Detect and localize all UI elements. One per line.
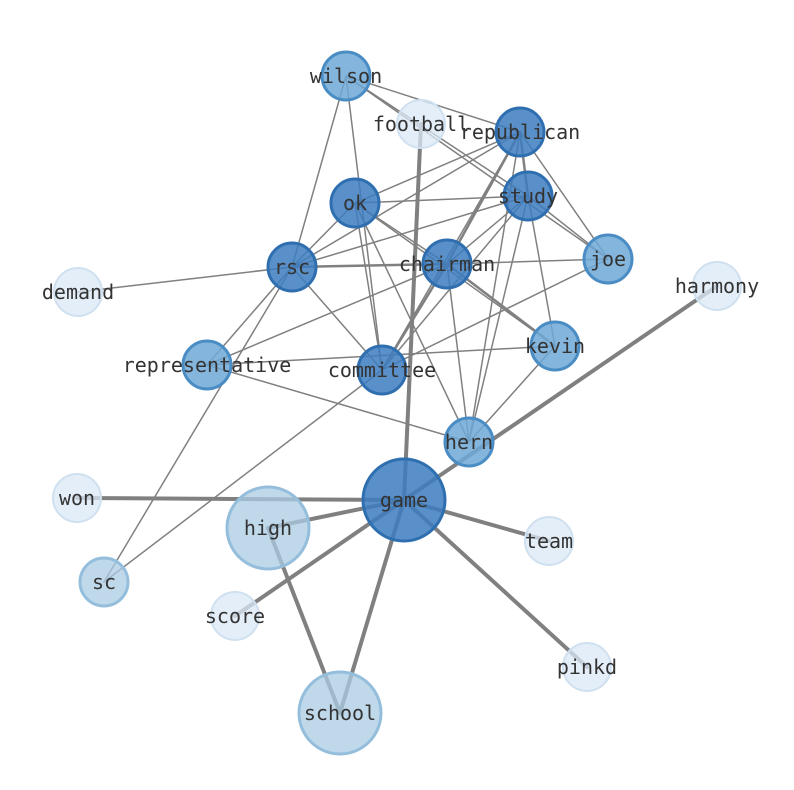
- node-team: team: [524, 516, 574, 566]
- node-won: won: [52, 473, 102, 523]
- node-circle-hern: [443, 416, 495, 468]
- node-circle-game: [361, 457, 447, 543]
- edge-republican-rsc: [291, 131, 521, 268]
- node-circle-representative: [181, 339, 233, 391]
- node-label-high: high: [244, 516, 292, 540]
- node-circle-sc: [78, 556, 130, 608]
- node-label-pinkd: pinkd: [557, 655, 617, 679]
- node-circle-wilson: [320, 50, 372, 102]
- edge-rsc-sc: [103, 266, 293, 583]
- node-label-joe: joe: [590, 247, 626, 271]
- edge-wilson-joe: [345, 75, 609, 260]
- node-circle-team: [524, 516, 574, 566]
- node-label-kevin: kevin: [525, 334, 585, 358]
- edge-study-rsc: [291, 195, 529, 268]
- node-label-school: school: [304, 701, 376, 725]
- node-label-game: game: [380, 488, 428, 512]
- node-circle-kevin: [529, 320, 581, 372]
- node-circle-harmony: [692, 261, 742, 311]
- node-circle-pinkd: [562, 642, 612, 692]
- node-republican: republican: [460, 106, 580, 158]
- node-demand: demand: [42, 267, 114, 317]
- edge-republican-joe: [519, 131, 609, 260]
- node-football: football: [373, 99, 469, 149]
- edge-joe-committee: [381, 258, 609, 371]
- node-circle-study: [502, 170, 554, 222]
- node-label-republican: republican: [460, 120, 580, 144]
- node-label-team: team: [525, 529, 573, 553]
- node-circle-demand: [53, 267, 103, 317]
- node-sc: sc: [78, 556, 130, 608]
- node-label-study: study: [498, 184, 558, 208]
- node-harmony: harmony: [675, 261, 759, 311]
- node-circle-chairman: [421, 238, 473, 290]
- edge-committee-sc: [103, 369, 383, 583]
- edge-study-ok: [354, 195, 529, 204]
- node-rsc: rsc: [266, 241, 318, 293]
- node-circle-football: [396, 99, 446, 149]
- node-score: score: [205, 591, 265, 641]
- node-representative: representative: [123, 339, 292, 391]
- node-label-demand: demand: [42, 280, 114, 304]
- node-label-sc: sc: [92, 570, 116, 594]
- node-circle-high: [225, 485, 311, 571]
- edge-football-game: [402, 122, 423, 502]
- node-circle-committee: [356, 344, 408, 396]
- node-study: study: [498, 170, 558, 222]
- node-label-won: won: [59, 486, 95, 510]
- node-hern: hern: [443, 416, 495, 468]
- node-label-chairman: chairman: [399, 252, 495, 276]
- edge-rsc-demand: [77, 266, 293, 293]
- node-joe: joe: [582, 233, 634, 285]
- edge-study-hern: [468, 195, 529, 443]
- node-label-wilson: wilson: [310, 64, 382, 88]
- node-school: school: [297, 670, 383, 756]
- edge-chairman-representative: [206, 263, 448, 366]
- edge-chairman-hern: [446, 263, 470, 443]
- node-label-hern: hern: [445, 430, 493, 454]
- node-label-score: score: [205, 604, 265, 628]
- node-kevin: kevin: [525, 320, 585, 372]
- node-chairman: chairman: [399, 238, 495, 290]
- edge-republican-ok: [354, 131, 521, 204]
- node-circle-rsc: [266, 241, 318, 293]
- node-circle-won: [52, 473, 102, 523]
- edge-rsc-chairman: [290, 262, 449, 269]
- node-circle-republican: [494, 106, 546, 158]
- edge-harmony-game: [402, 284, 719, 502]
- edge-layer: [75, 75, 719, 715]
- node-game: game: [361, 457, 447, 543]
- node-label-representative: representative: [123, 353, 292, 377]
- node-label-harmony: harmony: [675, 274, 759, 298]
- node-circle-ok: [329, 177, 381, 229]
- node-label-football: football: [373, 112, 469, 136]
- node-high: high: [225, 485, 311, 571]
- node-wilson: wilson: [310, 50, 382, 102]
- edge-ok-committee: [354, 202, 383, 371]
- node-label-ok: ok: [343, 191, 367, 215]
- node-ok: ok: [329, 177, 381, 229]
- node-circle-score: [210, 591, 260, 641]
- node-circle-joe: [582, 233, 634, 285]
- edge-chairman-joe: [446, 258, 609, 265]
- node-circle-school: [297, 670, 383, 756]
- node-pinkd: pinkd: [557, 642, 617, 692]
- node-label-rsc: rsc: [274, 255, 310, 279]
- node-committee: committee: [328, 344, 436, 396]
- edge-wilson-rsc: [291, 75, 347, 268]
- node-label-committee: committee: [328, 358, 436, 382]
